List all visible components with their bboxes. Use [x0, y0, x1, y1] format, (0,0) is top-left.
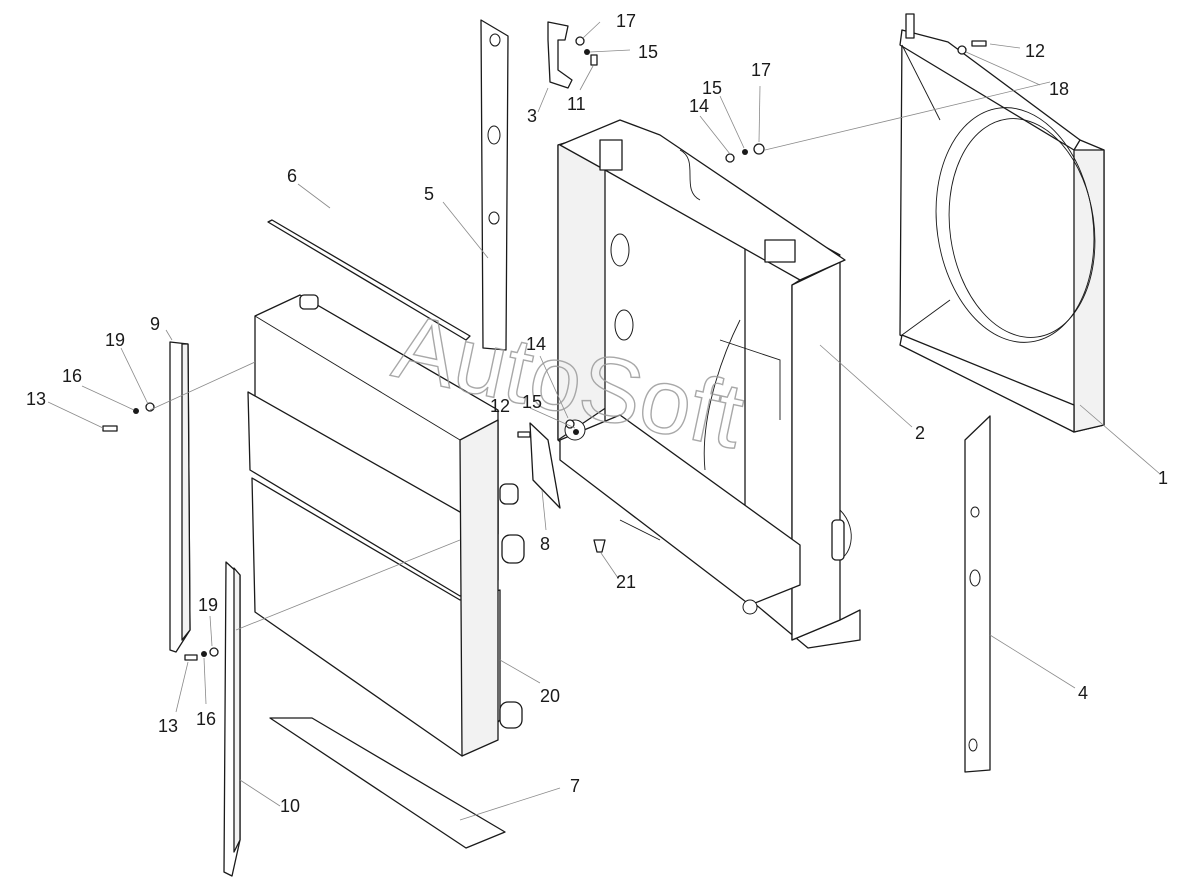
washer-17-top-icon: [575, 36, 585, 46]
nut-16-lower-icon: [201, 651, 207, 657]
bolt-12-mid-icon: [517, 431, 531, 438]
bolt-13-lower-icon: [184, 654, 198, 661]
bolt-12-top-icon: [971, 40, 987, 47]
callout-17-top: 17: [616, 11, 636, 31]
side-strip-part-4: [964, 415, 991, 773]
callout-4: 4: [1078, 683, 1088, 703]
callout-19-upper: 19: [105, 330, 125, 350]
callout-6: 6: [287, 166, 297, 186]
callout-12-mid: 12: [490, 396, 510, 416]
nut-15-mid-icon: [742, 149, 748, 155]
callout-15-mid: 15: [702, 78, 722, 98]
side-strip-part-5: [480, 19, 509, 351]
callout-1: 1: [1158, 468, 1168, 488]
callout-5: 5: [424, 184, 434, 204]
fasteners: [102, 36, 987, 661]
nut-14-top-icon: [725, 153, 735, 163]
callout-10: 10: [280, 796, 300, 816]
fan-shroud-part-1: [899, 13, 1105, 433]
bolt-11-icon: [590, 54, 598, 66]
callout-13-lower: 13: [158, 716, 178, 736]
side-bar-part-9: [169, 341, 191, 653]
radiator-frame-part-2: [557, 119, 861, 649]
callout-15-frame: 15: [522, 392, 542, 412]
callout-12-top: 12: [1025, 41, 1045, 61]
nut-16-upper-icon: [133, 408, 139, 414]
callout-8: 8: [540, 534, 550, 554]
bolt-13-upper-icon: [102, 425, 118, 432]
nut-15-frame-icon: [573, 429, 579, 435]
washer-17-mid-icon: [753, 143, 765, 155]
seal-strip-part-6: [267, 219, 471, 341]
callout-18: 18: [1049, 79, 1069, 99]
callout-17-mid: 17: [751, 60, 771, 80]
callout-14-mid: 14: [526, 334, 546, 354]
callout-9: 9: [150, 314, 160, 334]
callout-3: 3: [527, 106, 537, 126]
radiator-core-part-20: [247, 294, 525, 757]
callout-20: 20: [540, 686, 560, 706]
washer-18-icon: [957, 45, 967, 55]
callout-14-top: 14: [689, 96, 709, 116]
leader-lines: [47, 21, 1161, 821]
bottom-plate-part-7: [269, 717, 506, 849]
callout-7: 7: [570, 776, 580, 796]
callout-labels: 1 2 3 4 5 6 7 8 9 10 11 12 12 13 13 14 1…: [26, 11, 1168, 816]
bracket-plate-part-8: [529, 422, 561, 509]
side-bar-part-10: [223, 561, 241, 877]
callout-21: 21: [616, 572, 636, 592]
callout-15-top: 15: [638, 42, 658, 62]
callout-2: 2: [915, 423, 925, 443]
nut-15-top-icon: [584, 49, 590, 55]
callout-19-lower: 19: [198, 595, 218, 615]
handle-part-3: [547, 21, 573, 89]
washer-19-lower-icon: [209, 647, 219, 657]
callout-16-upper: 16: [62, 366, 82, 386]
fitting-21-icon: [593, 539, 606, 553]
callout-11: 11: [567, 94, 586, 114]
callout-16-lower: 16: [196, 709, 216, 729]
callout-13-upper: 13: [26, 389, 46, 409]
